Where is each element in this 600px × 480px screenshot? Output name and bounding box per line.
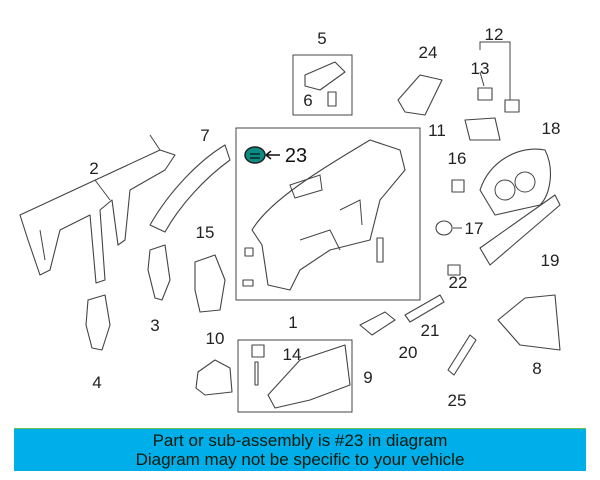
- part-13-switch: [477, 87, 493, 101]
- callout-2: 2: [89, 159, 98, 178]
- callout-5: 5: [317, 29, 326, 48]
- group-box-9: [237, 339, 353, 413]
- callout-24: 24: [419, 43, 438, 62]
- callout-25: 25: [448, 391, 467, 410]
- banner-line-part: Part or sub-assembly is #23 in diagram: [152, 431, 448, 450]
- part-19-trim-strip: [479, 194, 561, 266]
- part-11-bezel: [464, 117, 501, 141]
- part-4-bracket: [85, 294, 111, 351]
- part-3-bracket: [147, 244, 171, 301]
- part-22-clip: [447, 264, 461, 276]
- part-8-panel: [497, 294, 561, 351]
- part-18-cluster-bezel: [479, 148, 551, 216]
- callout-18: 18: [542, 119, 561, 138]
- part-17-cap: [435, 220, 453, 236]
- callout-17: 17: [465, 219, 484, 238]
- part-14-screw: [254, 361, 259, 386]
- part-25-bracket: [447, 334, 477, 376]
- callout-8: 8: [532, 359, 541, 378]
- part-2-crossbeam: [19, 134, 176, 284]
- callout-23-highlighted: 23: [285, 145, 307, 167]
- group-box-1: [235, 127, 421, 301]
- part-15-panel: [194, 254, 226, 313]
- callout-6: 6: [303, 91, 312, 110]
- callout-11: 11: [428, 121, 446, 140]
- part-info-banner: Part or sub-assembly is #23 in diagram D…: [14, 428, 586, 471]
- callout-1: 1: [288, 313, 297, 332]
- part-20-cover: [359, 311, 396, 336]
- callout-14: 14: [283, 345, 302, 364]
- callout-4: 4: [92, 373, 101, 392]
- callout-12: 12: [485, 25, 504, 44]
- group-box-5: [292, 54, 353, 116]
- callout-21: 21: [421, 321, 440, 340]
- banner-line-disclaimer: Diagram may not be specific to your vehi…: [135, 450, 465, 469]
- part-6-clip: [327, 91, 337, 107]
- part-9-cover: [267, 344, 351, 409]
- callout-9: 9: [363, 368, 372, 387]
- part-1-instrument-panel: [242, 139, 406, 291]
- callout-15: 15: [196, 223, 215, 242]
- callout-22: 22: [449, 273, 468, 292]
- part-12-switch: [504, 99, 520, 113]
- callout-10: 10: [206, 329, 225, 348]
- part-23-highlighted: [244, 146, 280, 164]
- part-7-trim: [149, 144, 231, 233]
- callout-13: 13: [471, 59, 490, 78]
- bracket-12: [479, 41, 511, 100]
- part-21-bracket: [404, 294, 445, 323]
- callout-7: 7: [200, 126, 209, 145]
- callout-16: 16: [448, 149, 467, 168]
- part-10-bracket: [195, 359, 233, 396]
- part-5-cover: [304, 61, 346, 91]
- part-14-clip: [251, 344, 265, 358]
- callout-19: 19: [541, 251, 560, 270]
- callout-3: 3: [150, 316, 159, 335]
- exploded-parts-diagram: 1 2 3 4 5 6 7 8 9 10 11 12 13 14 15 16 1…: [19, 25, 561, 413]
- callout-20: 20: [399, 343, 418, 362]
- part-16-clip: [451, 179, 465, 193]
- part-24-module: [397, 74, 443, 116]
